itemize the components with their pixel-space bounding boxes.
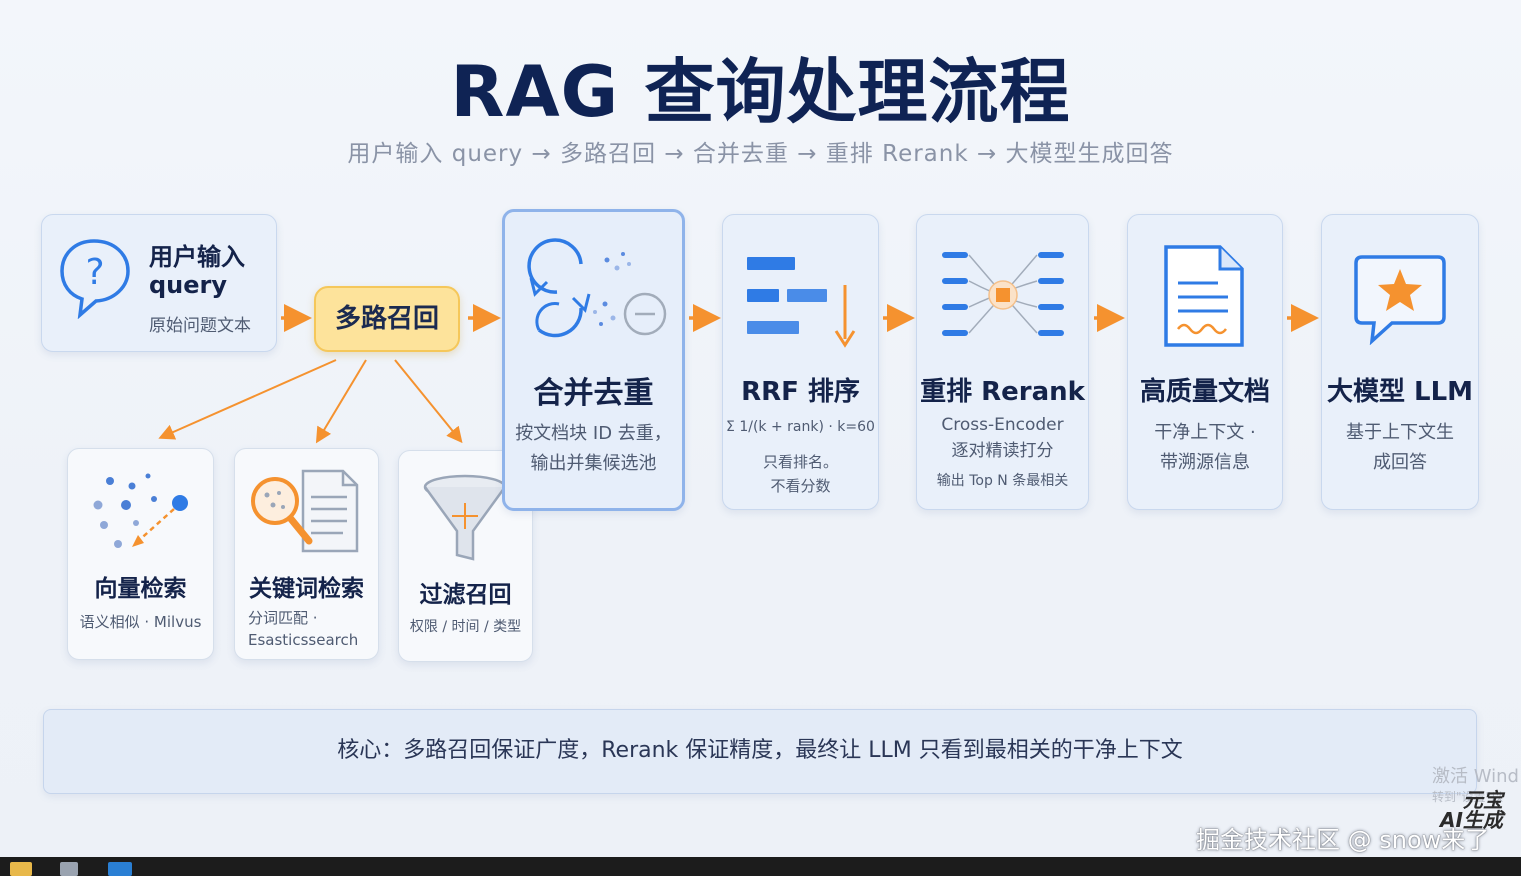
arrow-recall-to-filter — [394, 359, 463, 444]
rerank-desc-1: Cross-Encoder — [941, 415, 1064, 435]
merge-dedup-desc-1: 按文档块 ID 去重， — [515, 423, 672, 444]
file-explorer-icon[interactable] — [10, 862, 32, 876]
vector-search-card: 向量检索 语义相似 · Milvus — [67, 448, 214, 660]
llm-desc-2: 成回答 — [1373, 452, 1427, 473]
llm-desc-1: 基于上下文生 — [1346, 422, 1454, 443]
watermark-text: 掘金技术社区 @ snow来了 — [1196, 826, 1490, 854]
ai-badge-line1: 元宝 — [1462, 788, 1503, 812]
filter-recall-desc: 权限 / 时间 / 类型 — [409, 619, 522, 635]
merge-cycle-icon — [527, 238, 667, 338]
document-icon — [1164, 245, 1244, 347]
merge-dedup-card: 合并去重 按文档块 ID 去重， 输出并集候选池 — [502, 209, 685, 511]
star-bubble-icon — [1354, 255, 1446, 345]
taskbar — [0, 857, 1521, 876]
windows-activation-subtext: 转到"设置"以 — [1432, 790, 1504, 804]
rrf-desc-2: 不看分数 — [770, 477, 831, 495]
vector-search-title: 向量检索 — [94, 576, 187, 602]
keyword-search-card: 关键词检索 分词匹配 · Esasticssearch — [234, 448, 379, 660]
vector-search-desc: 语义相似 · Milvus — [79, 613, 202, 631]
user-input-desc: 原始问题文本 — [149, 316, 251, 336]
funnel-icon — [423, 474, 507, 561]
rrf-card: RRF 排序 Σ 1/(k + rank) · k=60 只看排名。 不看分数 — [722, 214, 879, 510]
user-input-card: ? 用户输入 query 原始问题文本 — [41, 214, 277, 352]
question-bubble-icon: ? — [60, 239, 130, 319]
cross-encoder-icon — [942, 252, 1064, 336]
rerank-card: 重排 Rerank Cross-Encoder 逐对精读打分 输出 Top N … — [916, 214, 1089, 510]
windows-activation-text: 激活 Wind — [1432, 766, 1519, 787]
merge-dedup-desc-2: 输出并集候选池 — [530, 453, 657, 474]
svg-text:?: ? — [85, 252, 104, 293]
magnifier-document-icon — [251, 469, 359, 553]
app-icon[interactable] — [60, 862, 78, 876]
quality-docs-desc-1: 干净上下文 · — [1154, 422, 1256, 443]
page-title: RAG 查询处理流程 — [450, 51, 1071, 133]
ai-badge-line2: AI生成 — [1440, 808, 1503, 832]
rerank-desc-3: 输出 Top N 条最相关 — [936, 473, 1069, 489]
vector-dots-icon — [93, 473, 188, 548]
merge-dedup-title: 合并去重 — [533, 376, 654, 411]
keyword-search-desc-1: 分词匹配 · — [248, 609, 318, 627]
arrow-recall-to-vector — [158, 359, 337, 440]
user-input-title: 用户输入 — [149, 243, 245, 271]
multi-recall-pill: 多路召回 — [314, 286, 460, 352]
keyword-search-desc-2: Esasticssearch — [248, 631, 359, 649]
rrf-desc-1: 只看排名。 — [762, 453, 838, 471]
vscode-icon[interactable] — [108, 862, 132, 876]
rerank-desc-2: 逐对精读打分 — [951, 441, 1054, 461]
quality-docs-desc-2: 带溯源信息 — [1160, 452, 1250, 473]
arrow-recall-to-keyword — [315, 359, 367, 444]
ai-generated-badge: 元宝 AI生成 — [1440, 790, 1503, 830]
rerank-title: 重排 Rerank — [920, 377, 1085, 407]
ranking-bars-icon — [747, 257, 856, 348]
rrf-title: RRF 排序 — [741, 377, 860, 407]
llm-card: 大模型 LLM 基于上下文生 成回答 — [1321, 214, 1479, 510]
keyword-search-title: 关键词检索 — [249, 576, 364, 602]
core-note-bar: 核心：多路召回保证广度，Rerank 保证精度，最终让 LLM 只看到最相关的干… — [43, 709, 1477, 794]
quality-docs-card: 高质量文档 干净上下文 · 带溯源信息 — [1127, 214, 1283, 510]
rrf-formula: Σ 1/(k + rank) · k=60 — [726, 419, 875, 435]
page-subtitle: 用户输入 query → 多路召回 → 合并去重 → 重排 Rerank → 大… — [347, 141, 1174, 167]
quality-docs-title: 高质量文档 — [1139, 377, 1270, 407]
filter-recall-title: 过滤召回 — [419, 582, 512, 608]
llm-title: 大模型 LLM — [1326, 377, 1474, 407]
user-input-query: query — [149, 271, 228, 299]
